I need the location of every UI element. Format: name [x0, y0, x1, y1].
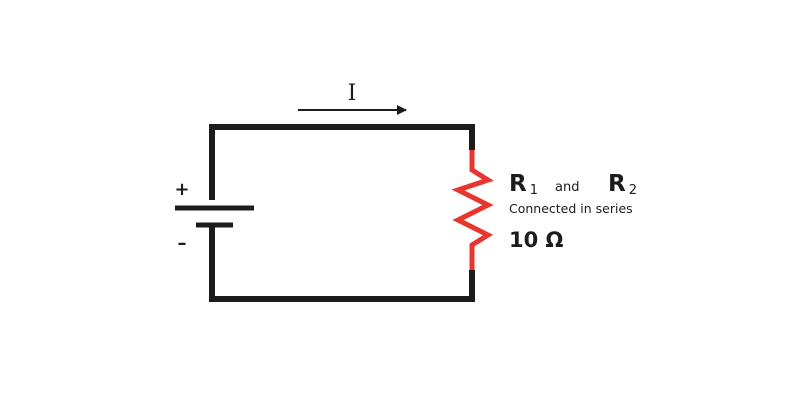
top-wire	[209, 124, 475, 200]
bottom-wire	[209, 226, 475, 302]
current-label: I	[348, 81, 357, 106]
and-label: and	[555, 180, 579, 195]
battery-positive-label: +	[174, 179, 189, 200]
resistor-zigzag	[451, 150, 494, 270]
battery-negative-label: –	[178, 233, 187, 254]
series-description: Connected in series	[509, 201, 633, 216]
resistance-value: 10 Ω	[509, 228, 564, 252]
